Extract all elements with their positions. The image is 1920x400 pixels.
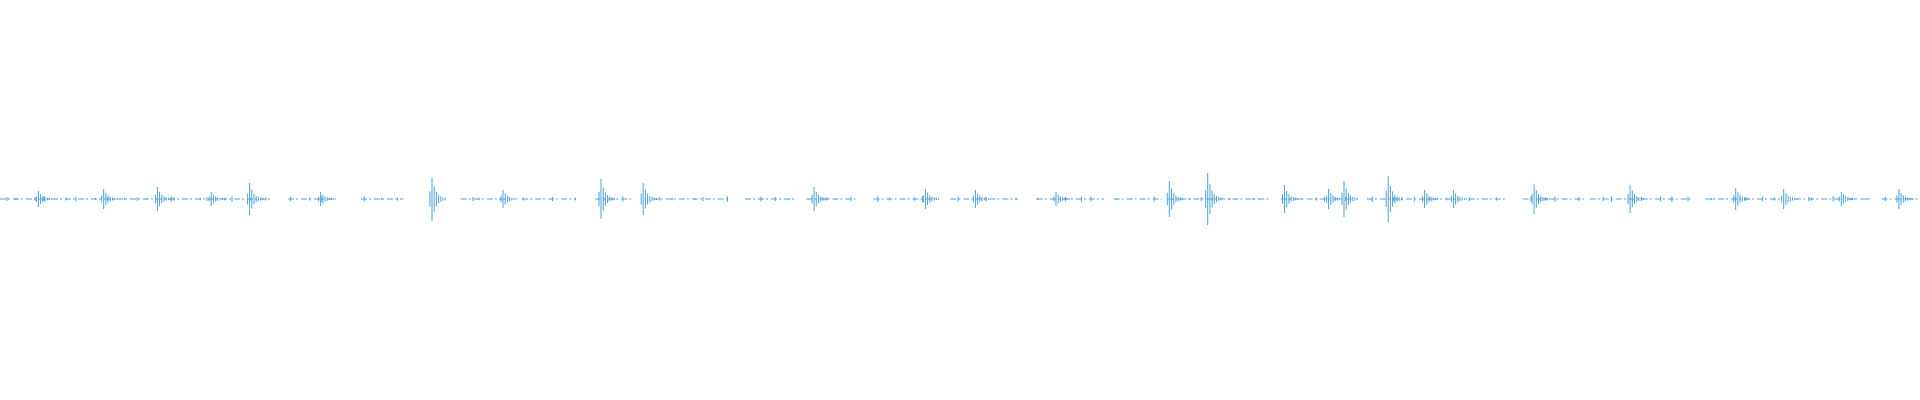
waveform-spike bbox=[972, 190, 990, 208]
waveform-spike bbox=[640, 183, 657, 215]
waveform-spike bbox=[1838, 192, 1855, 206]
waveform-spike bbox=[811, 187, 828, 211]
waveform-spike bbox=[247, 183, 264, 215]
waveform-spike bbox=[1205, 173, 1222, 225]
waveform-segments bbox=[0, 196, 1920, 202]
waveform-spike bbox=[429, 177, 446, 221]
waveform-spike bbox=[1282, 185, 1299, 213]
waveform-spike bbox=[318, 192, 335, 206]
waveform-spike bbox=[101, 189, 118, 209]
waveform-spike bbox=[154, 187, 172, 211]
waveform-spike bbox=[1896, 189, 1913, 209]
waveform-spike bbox=[35, 191, 53, 207]
waveform-spike bbox=[1531, 184, 1548, 214]
waveform-spike bbox=[1053, 192, 1070, 206]
waveform-spike bbox=[1627, 185, 1644, 213]
waveform-spike bbox=[1733, 188, 1750, 210]
waveform-spike bbox=[208, 192, 225, 206]
waveform-spike bbox=[1781, 189, 1798, 209]
waveform-spike bbox=[1166, 181, 1183, 217]
waveform-spike bbox=[1450, 190, 1468, 208]
waveform-spike bbox=[500, 190, 517, 208]
waveform-spike bbox=[1341, 181, 1358, 217]
waveform-spike bbox=[1422, 190, 1439, 208]
waveform-spike bbox=[1385, 176, 1402, 222]
waveform-spike bbox=[922, 189, 940, 209]
waveform-spikes bbox=[35, 173, 1913, 225]
waveform-spike bbox=[598, 179, 615, 219]
